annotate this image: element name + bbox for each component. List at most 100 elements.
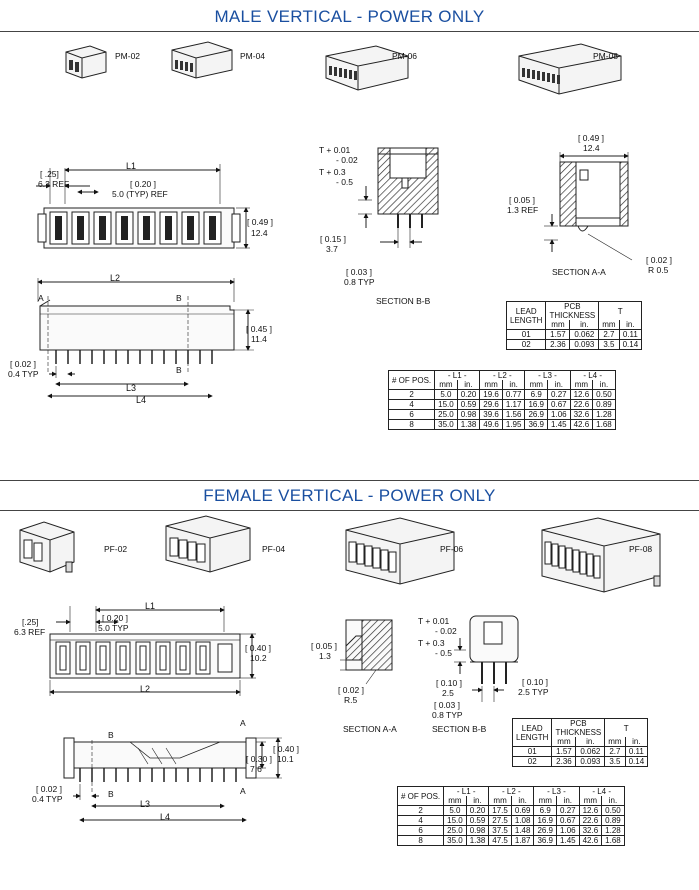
male-section-bb-label: SECTION B-B: [376, 296, 431, 306]
female-d010b-label: [ 0.10 ]: [522, 677, 548, 687]
table-cell: 32.6: [569, 409, 594, 420]
table-cell: 8: [396, 835, 445, 846]
table-cell: 6.9: [533, 805, 558, 816]
pf-02-label: PF-02: [104, 544, 128, 554]
table-cell: 1.45: [556, 835, 580, 846]
table-cell: 1.38: [465, 835, 490, 846]
table-cell: 39.6: [479, 409, 503, 420]
table-cell: 1.06: [556, 825, 580, 836]
table-cell: 15.0: [434, 399, 458, 410]
male-l3-label: L3: [126, 383, 137, 393]
table-cell: 4: [396, 815, 445, 826]
female-h040b-label: [ 0.40 ]: [273, 744, 299, 754]
female-typ50-label: 5.0 TYP: [98, 623, 129, 633]
male-p002-label: [ 0.02 ]: [10, 359, 36, 369]
male-h124-label: 12.4: [251, 228, 268, 238]
male-l2-label: L2: [110, 273, 121, 283]
female-h76-label: 7.6: [250, 764, 262, 774]
table-cell: 36.9: [524, 419, 549, 430]
female-h101-label: 10.1: [277, 754, 294, 764]
table-cell: 8: [387, 419, 436, 430]
table-cell: 1.08: [510, 815, 535, 826]
table-cell: 29.6: [479, 399, 503, 410]
table-cell: 16.9: [524, 399, 549, 410]
table-cell: 0.77: [501, 389, 526, 400]
female-top-rule: [0, 480, 699, 481]
female-typ25-label: 2.5 TYP: [518, 687, 549, 697]
pm-02-label: PM-02: [115, 51, 141, 61]
male-p020-label: [ 0.20 ]: [130, 179, 156, 189]
table-cell: 1.68: [592, 419, 616, 430]
table-cell: 49.6: [479, 419, 503, 430]
male-pcb-mm1: mm: [545, 320, 571, 330]
pf-08-iso-drawing: [541, 517, 661, 593]
male-pos-h0: # OF POS.: [387, 370, 436, 390]
pf-06-iso-drawing: [345, 517, 455, 585]
table-cell: 0.20: [456, 389, 481, 400]
table-cell: 0.59: [456, 399, 481, 410]
female-pcb-h-t: T: [604, 718, 649, 737]
female-d003-label: [ 0.03 ]: [434, 700, 460, 710]
male-w049-label: [ 0.49 ]: [578, 133, 604, 143]
table-cell: 42.6: [569, 419, 594, 430]
male-tol2-label: - 0.02: [336, 155, 358, 165]
male-a-top-label: A: [38, 293, 44, 303]
female-a-top-label: A: [240, 718, 246, 728]
table-cell: 19.6: [479, 389, 503, 400]
female-positions-table: # OF POS. - L1 - - L2 - - L3 - - L4 - mm…: [396, 786, 625, 846]
table-cell: 35.0: [434, 419, 458, 430]
table-cell: 12.6: [578, 805, 603, 816]
pm-06-iso-drawing: [325, 45, 409, 91]
table-cell: 4: [387, 399, 436, 410]
female-p002-label: [ 0.02 ]: [36, 784, 62, 794]
table-cell: 42.6: [578, 835, 603, 846]
pf-02-iso-drawing: [19, 521, 75, 573]
male-typ08-label: 0.8 TYP: [344, 277, 375, 287]
table-cell: 1.28: [592, 409, 616, 420]
table-cell: 26.9: [524, 409, 549, 420]
table-cell: 0.67: [547, 399, 571, 410]
male-pcb-in1: in.: [569, 320, 600, 330]
table-cell: 25.0: [443, 825, 467, 836]
male-positions-table: # OF POS. - L1 - - L2 - - L3 - - L4 - mm…: [387, 370, 616, 430]
table-cell: 37.5: [488, 825, 512, 836]
table-cell: 0.69: [510, 805, 535, 816]
female-r5-label: R.5: [344, 695, 358, 705]
table-cell: 1.38: [456, 419, 481, 430]
female-d005-label: [ 0.05 ]: [311, 641, 337, 651]
pf-06-label: PF-06: [440, 544, 464, 554]
female-tol1-label: T + 0.01: [418, 616, 450, 626]
female-side-view-drawing: [63, 737, 282, 823]
table-cell: 47.5: [488, 835, 512, 846]
female-section-title: FEMALE VERTICAL - POWER ONLY: [203, 486, 496, 505]
male-pcb-h-t: T: [598, 301, 643, 320]
table-cell: 0.59: [465, 815, 490, 826]
female-h040-label: [ 0.40 ]: [245, 643, 271, 653]
male-top-view-drawing: [36, 164, 250, 249]
table-cell: 1.87: [510, 835, 535, 846]
pm-06-label: PM-06: [392, 51, 418, 61]
female-tol3-label: T + 0.3: [418, 638, 445, 648]
male-d003-label: [ 0.03 ]: [346, 267, 372, 277]
table-cell: 0.89: [592, 399, 616, 410]
male-r002-label: [ 0.02 ]: [646, 255, 672, 265]
female-d13-label: 1.3: [319, 651, 331, 661]
female-r002-label: [ 0.02 ]: [338, 685, 364, 695]
table-cell: 6.9: [524, 389, 549, 400]
female-section-aa-drawing: [340, 619, 393, 685]
male-h045-label: [ 0.45 ]: [246, 324, 272, 334]
female-ref63-label: 6.3 REF: [14, 627, 46, 637]
table-cell: 17.5: [488, 805, 512, 816]
female-l3-label: L3: [140, 799, 151, 809]
male-r05-label: R 0.5: [648, 265, 669, 275]
male-typ04-label: 0.4 TYP: [8, 369, 39, 379]
male-h114-label: 11.4: [251, 334, 267, 344]
male-pcb-in2: in.: [618, 320, 643, 330]
male-d37-label: 3.7: [326, 244, 338, 254]
